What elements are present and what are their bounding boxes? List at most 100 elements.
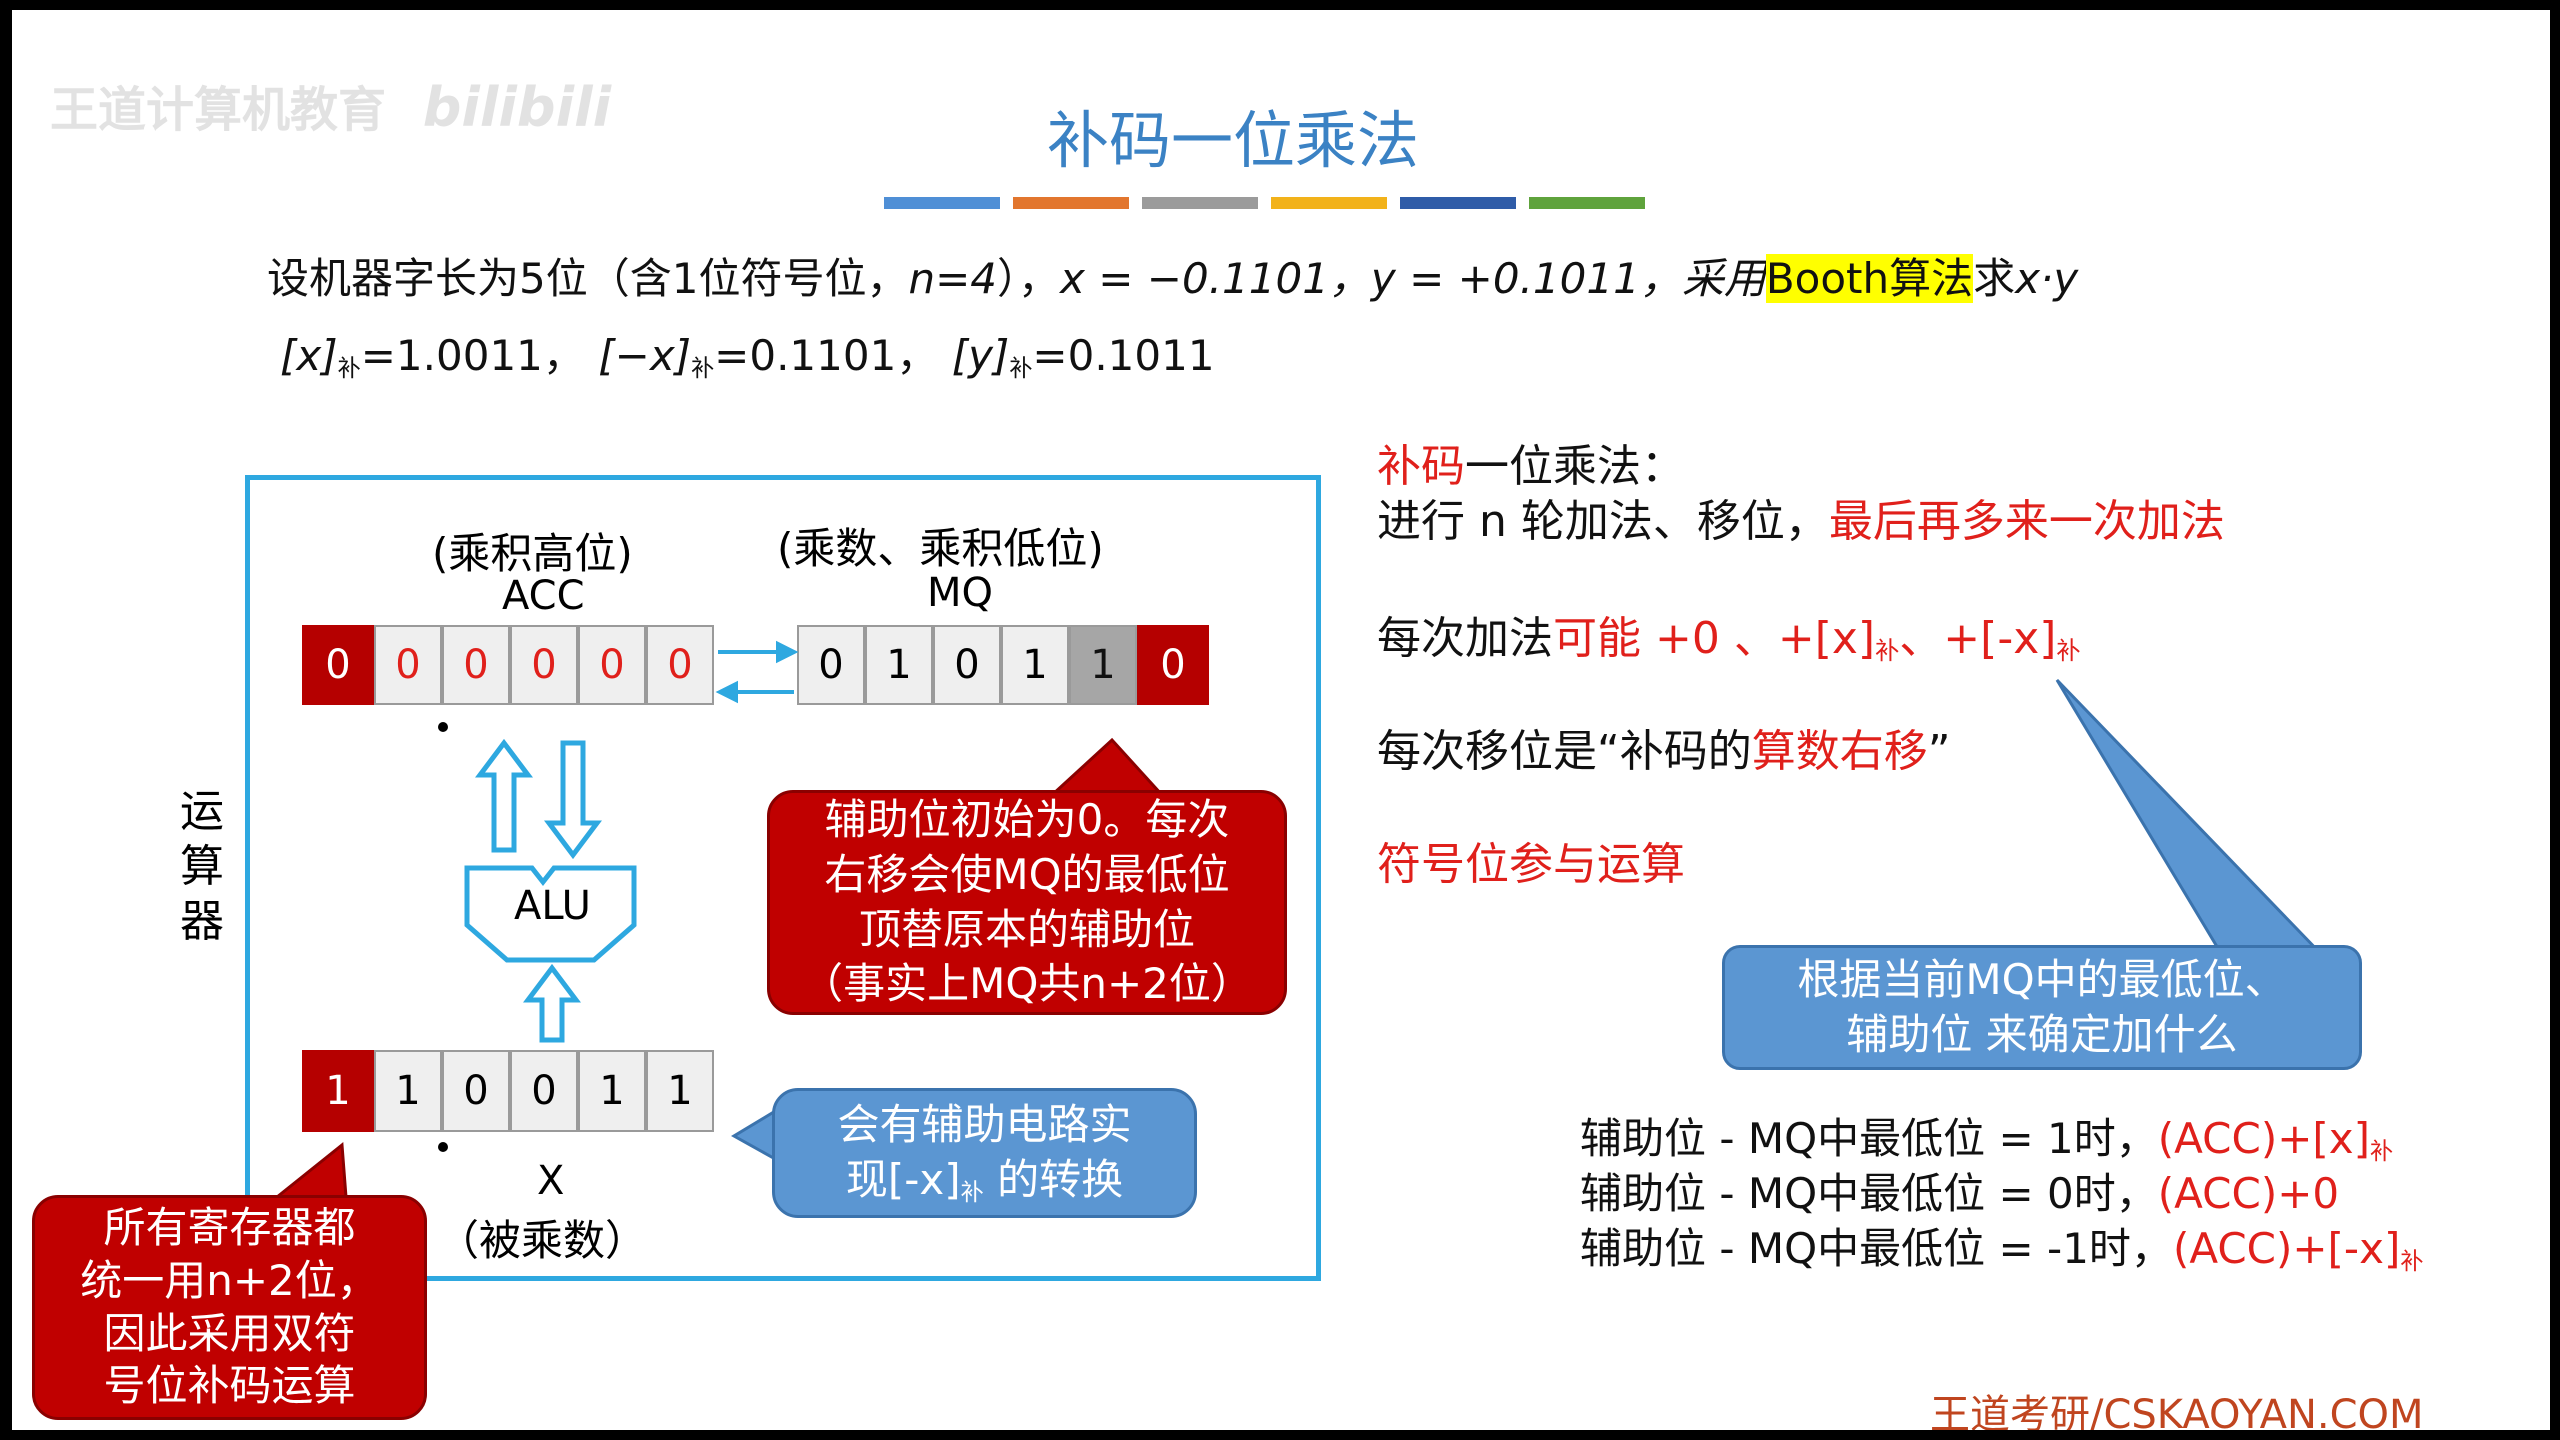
rule-2-cond: 辅助位 - MQ中最低位 = 0时，: [1580, 1169, 2158, 1218]
notes-line-3-red: 可能 +0 、+[x]: [1553, 613, 1876, 664]
circuit-callout-text: 现[-x]: [845, 1154, 961, 1204]
slide: 王道计算机教育 bilibili 补码一位乘法 设机器字长为5位（含1位符号位，…: [12, 10, 2550, 1430]
problem-n: n=4: [908, 254, 997, 303]
x-complement-value: =1.0011，: [360, 331, 585, 380]
mq-caption: (乘数、乘积低位): [777, 524, 1104, 573]
problem-line-1: 设机器字长为5位（含1位符号位，n=4），x = −0.1101，y = +0.…: [267, 245, 2078, 306]
problem-y: y = +0.1011，采用: [1370, 254, 1766, 303]
mq-bit-0: 0: [797, 625, 865, 705]
color-bar-1: [884, 197, 1000, 209]
circuit-callout-text-2: 的转换: [983, 1154, 1124, 1204]
alu-to-acc-arrow: [475, 738, 533, 853]
x-to-alu-arrow: [523, 963, 581, 1043]
x-bit-5: 1: [646, 1050, 714, 1132]
x-caption: （被乘数）: [437, 1216, 648, 1265]
circuit-callout-line-1: 会有辅助电路实: [837, 1100, 1132, 1150]
rule-1-cond: 辅助位 - MQ中最低位 = 1时，: [1580, 1114, 2158, 1163]
aux-callout-line-1: 辅助位初始为0。每次: [824, 795, 1230, 845]
notes-line-4-black-2: ”: [1927, 726, 1951, 777]
alu-frame: [245, 475, 1321, 1281]
circuit-callout: 会有辅助电路实 现[-x]补 的转换: [772, 1088, 1197, 1218]
diagram-arrows: [263, 640, 1166, 1212]
mq-aux-bit: 0: [1137, 625, 1209, 705]
acc-bit-0: 0: [302, 625, 374, 705]
registers-callout: 所有寄存器都 统一用n+2位， 因此采用双符 号位补码运算: [32, 1195, 427, 1420]
watermark-brand: bilibili: [422, 76, 612, 139]
notes-line-3-black: 每次加法: [1377, 613, 1553, 664]
neg-x-complement: [−x]: [598, 331, 692, 380]
sub-bu: 补: [1009, 355, 1033, 382]
notes-line-3-red-2: 、+[-x]: [1899, 613, 2057, 664]
side-label-yun: 运: [180, 786, 224, 837]
mq-bit-3: 1: [1001, 625, 1069, 705]
circuit-callout-line-2: 现[-x]补 的转换: [846, 1153, 1123, 1208]
problem-x: x = −0.1101，: [1060, 254, 1371, 303]
problem-text-3: 求: [1973, 254, 2016, 303]
sub-bu: 补: [2056, 637, 2081, 666]
problem-line-2: [x]补=1.0011， [−x]补=0.1101， [y]补=0.1011: [280, 322, 1215, 383]
notes-line-4-red: 算数右移: [1751, 726, 1928, 777]
color-bar-4: [1271, 197, 1387, 209]
right-callout: 根据当前MQ中的最低位、 辅助位 来确定加什么: [1722, 945, 2362, 1070]
x-bit-0: 1: [302, 1050, 374, 1132]
mq-name: MQ: [927, 570, 993, 616]
alu-shape: [464, 865, 637, 963]
y-complement-value: =0.1011: [1032, 331, 1215, 380]
acc-bit-4: 0: [578, 625, 646, 705]
rule-1-result: (ACC)+[x]: [2157, 1114, 2371, 1163]
side-label-suan: 算: [180, 841, 224, 892]
slide-title: 补码一位乘法: [1047, 104, 1420, 177]
aux-callout-line-4: （事实上MQ共n+2位）: [801, 959, 1253, 1009]
x-complement: [x]: [280, 331, 338, 380]
rule-3-result: (ACC)+[-x]: [2172, 1224, 2401, 1273]
mq-bit-1: 1: [865, 625, 933, 705]
rule-2-result: (ACC)+0: [2157, 1169, 2340, 1218]
notes-heading-red: 补码: [1377, 441, 1465, 492]
booth-highlight: Booth算法: [1765, 254, 1974, 303]
sub-bu: 补: [1875, 637, 1900, 666]
rule-3-cond: 辅助位 - MQ中最低位 = -1时，: [1580, 1224, 2173, 1273]
color-bar-2: [1013, 197, 1129, 209]
aux-callout-tail: [1048, 737, 1166, 797]
x-name: X: [537, 1158, 565, 1204]
acc-bit-5: 0: [646, 625, 714, 705]
neg-x-complement-value: =0.1101，: [714, 331, 939, 380]
acc-caption: (乘积高位): [432, 529, 633, 578]
aux-callout-line-3: 顶替原本的辅助位: [858, 904, 1195, 954]
notes-line-4: 每次移位是“补码的算数右移”: [1377, 715, 1951, 779]
x-bit-2: 0: [442, 1050, 510, 1132]
alu-label: ALU: [514, 883, 591, 929]
acc-bit-1: 0: [374, 625, 442, 705]
mq-bit-2: 0: [933, 625, 1001, 705]
right-callout-line-1: 根据当前MQ中的最低位、: [1797, 954, 2287, 1004]
notes-line-3: 每次加法可能 +0 、+[x]补、+[-x]补: [1377, 602, 2081, 666]
notes-heading: 补码一位乘法：: [1377, 430, 1685, 494]
notes-heading-black: 一位乘法：: [1465, 441, 1685, 492]
problem-text: 设机器字长为5位（含1位符号位，: [267, 254, 909, 303]
rule-row-3: 辅助位 - MQ中最低位 = -1时，(ACC)+[-x]补: [1580, 1215, 2423, 1276]
right-callout-tail: [2055, 678, 2326, 957]
acc-bit-3: 0: [510, 625, 578, 705]
right-callout-line-2: 辅助位 来确定加什么: [1846, 1009, 2238, 1059]
acc-to-alu-arrow: [544, 740, 602, 860]
rule-3-sub: 补: [2400, 1248, 2424, 1275]
regs-callout-line-2: 统一用n+2位，: [80, 1255, 379, 1305]
notes-line-2: 进行 n 轮加法、移位，最后再多来一次加法: [1377, 485, 2225, 549]
notes-line-5: 符号位参与运算: [1377, 839, 1685, 890]
aux-bit-callout: 辅助位初始为0。每次 右移会使MQ的最低位 顶替原本的辅助位 （事实上MQ共n+…: [767, 790, 1287, 1015]
x-point-dot: [438, 1142, 448, 1152]
acc-name: ACC: [502, 573, 585, 619]
color-bar-5: [1400, 197, 1516, 209]
notes-line-4-black: 每次移位是“补码的: [1377, 726, 1752, 777]
sub-bu: 补: [691, 355, 715, 382]
rule-row-1: 辅助位 - MQ中最低位 = 1时，(ACC)+[x]补: [1580, 1105, 2393, 1166]
acc-point-dot: [438, 722, 448, 732]
regs-callout-line-4: 号位补码运算: [103, 1361, 356, 1411]
x-bit-1: 1: [374, 1050, 442, 1132]
color-bar-3: [1142, 197, 1258, 209]
x-bit-4: 1: [578, 1050, 646, 1132]
notes-line-2-red: 最后再多来一次加法: [1828, 496, 2225, 547]
mq-bit-4: 1: [1069, 625, 1137, 705]
regs-callout-line-3: 因此采用双符: [103, 1308, 356, 1358]
notes-line-2-black: 进行 n 轮加法、移位，: [1377, 496, 1829, 547]
